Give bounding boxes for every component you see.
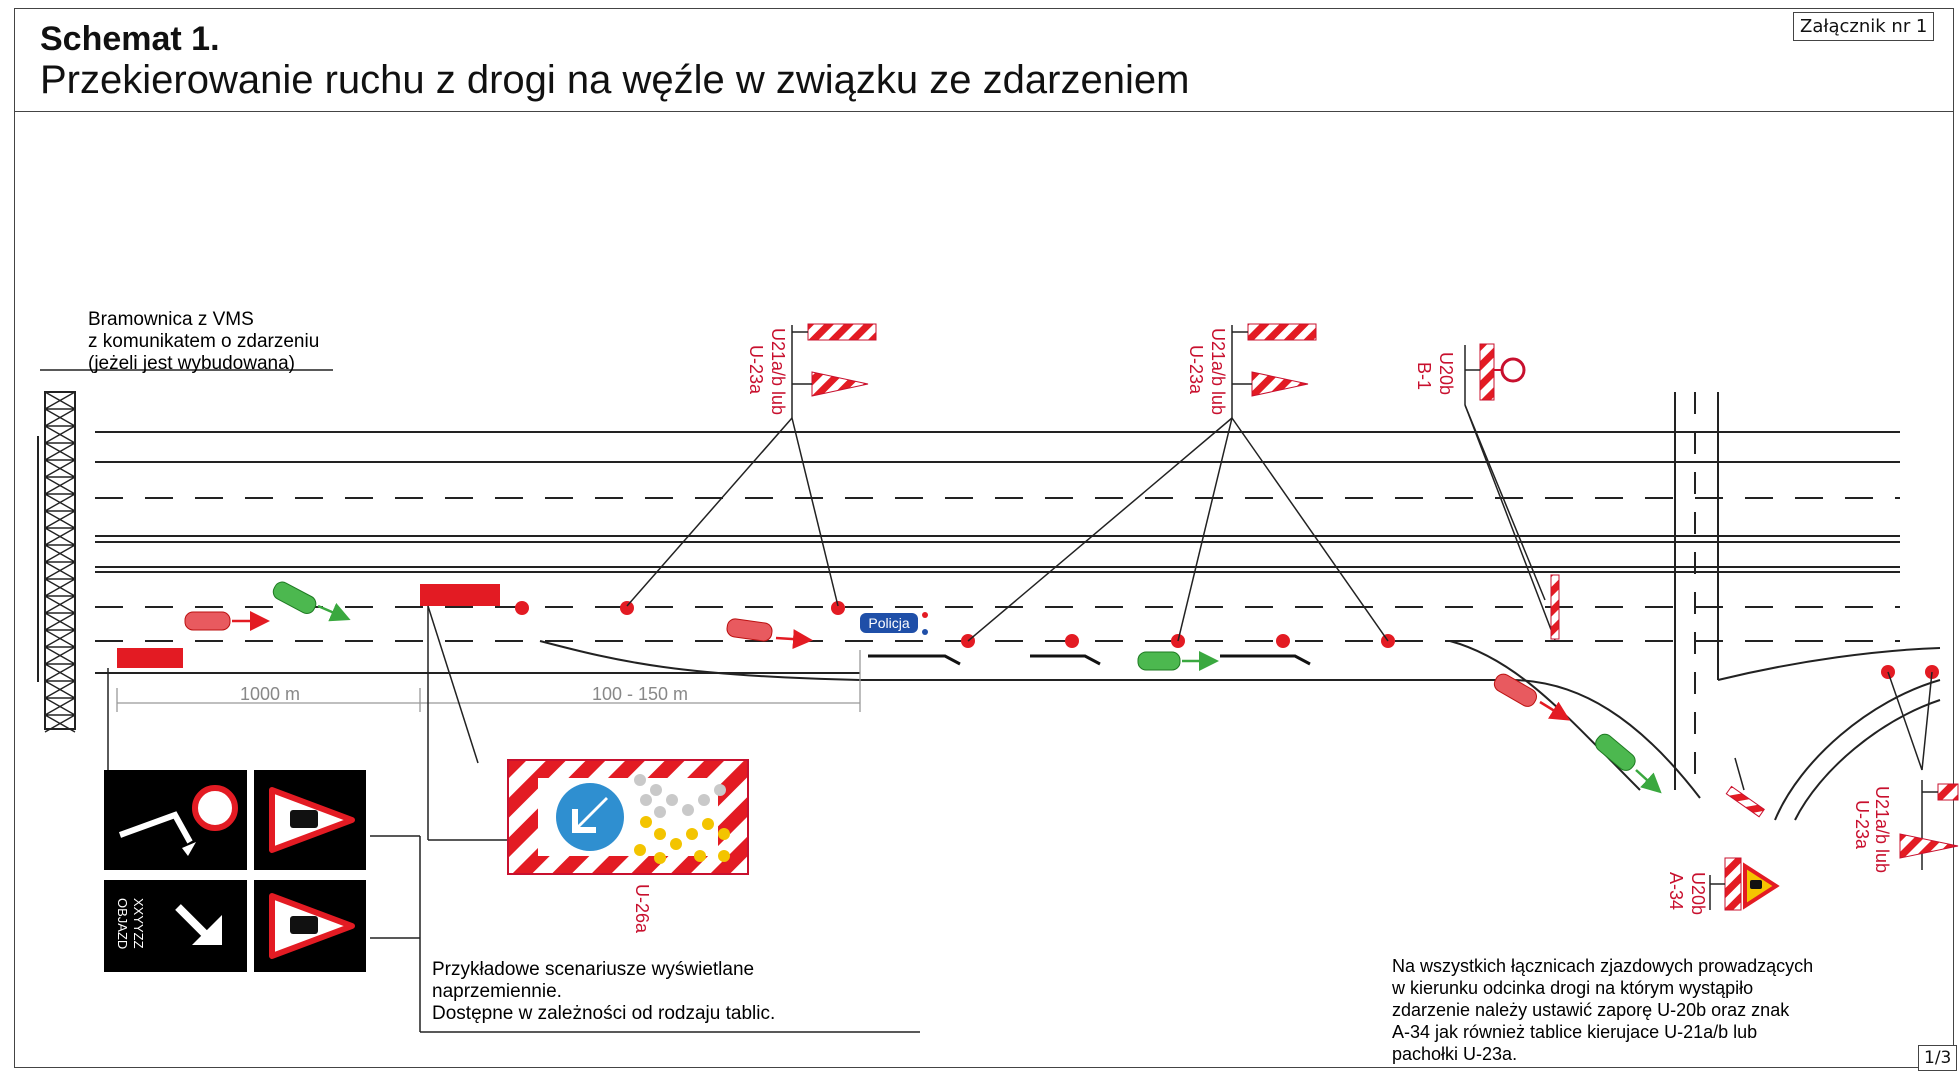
vms-note-1: Przykładowe scenariusze wyświetlane (432, 959, 754, 980)
sign-u21-u23-3: U21a/b lub U-23a (1852, 780, 1959, 873)
vms-note-3: Dostępne w zależności od rodzaju tablic. (432, 1003, 775, 1024)
sign-3-label-2: B-1 (1414, 362, 1434, 390)
shoulder-barrier (1550, 574, 1560, 640)
gantry-note-1: Bramownica z VMS (88, 309, 254, 330)
sign-4-label-1: U20b (1688, 872, 1708, 915)
attachment-label: Załącznik nr 1 (1793, 12, 1935, 41)
sign-u20b-a34: U20b A-34 (1666, 857, 1780, 915)
car-green-1 (272, 581, 317, 614)
sign-4-label-2: A-34 (1666, 872, 1686, 910)
car-green-1-arrow (317, 602, 351, 622)
sign-2-label-1: U21a/b lub (1208, 328, 1228, 415)
carriageway (95, 392, 1941, 821)
gantry-note-3: (jeżeli jest wybudowana) (88, 353, 295, 374)
sign-u21-u23-2: U21a/b lub U-23a (1186, 323, 1317, 418)
detour-label: OBJAZD (115, 898, 130, 949)
warning-board-2 (420, 584, 500, 606)
sign-1-label-2: U-23a (746, 345, 766, 395)
police-car: Policja (860, 612, 928, 635)
car-green-3-arrow (1635, 769, 1662, 794)
dimension-100-150 (420, 650, 861, 712)
car-red-3 (1493, 673, 1537, 707)
car-red-3-arrow (1539, 700, 1571, 721)
leader-lines (40, 369, 1933, 1033)
sign-u26a: U-26a (507, 759, 749, 934)
ramp-note-2: w kierunku odcinka drogi na którym wystą… (1391, 978, 1753, 998)
car-red-2 (726, 618, 773, 642)
page-number: 1/3 (1918, 1045, 1958, 1071)
sign-u21-u23-1: U21a/b lub U-23a (746, 323, 877, 418)
page-subtitle: Przekierowanie ruchu z drogi na węźle w … (40, 58, 1190, 102)
lane-arrows (868, 654, 1311, 666)
car-red-1 (184, 611, 270, 631)
car-green-2 (1137, 651, 1219, 671)
u26a-label: U-26a (632, 884, 652, 934)
drawing-frame (14, 8, 1954, 1068)
page-title: Schemat 1. (40, 20, 220, 58)
u26a-lamps (634, 774, 730, 864)
warning-board-1 (117, 648, 183, 668)
dimension-1000-label: 1000 m (240, 684, 300, 704)
police-label: Policja (868, 615, 909, 631)
ramp-barrier (1725, 785, 1765, 818)
cones (515, 601, 1939, 679)
ramp-note-5: pachołki U-23a. (1392, 1044, 1517, 1064)
sign-u20b-b1: U20b B-1 (1414, 343, 1526, 405)
sign-2-label-2: U-23a (1186, 345, 1206, 395)
vms-scenario-1 (104, 770, 366, 870)
car-red-2-arrow (775, 629, 813, 650)
vms-gantry (37, 391, 76, 733)
gantry-note-2: z komunikatem o zdarzeniu (88, 331, 319, 352)
detour-code: XXYYZZ (131, 898, 146, 949)
vms-note-2: naprzemiennie. (432, 981, 562, 1002)
ramp-note-4: A-34 jak również tablice kierujace U-21a… (1392, 1022, 1757, 1042)
sign-1-label-1: U21a/b lub (768, 328, 788, 415)
vms-scenario-2: OBJAZD XXYYZZ (104, 880, 366, 972)
ramp-note-3: zdarzenie należy ustawić zaporę U-20b or… (1392, 1000, 1790, 1020)
ramp-note-1: Na wszystkich łącznicach zjazdowych prow… (1392, 956, 1813, 976)
dimension-1000 (116, 688, 421, 712)
title-divider (14, 111, 1954, 112)
car-green-3 (1595, 733, 1636, 771)
dimension-100-150-label: 100 - 150 m (592, 684, 688, 704)
sign-5-label-1: U21a/b lub (1872, 786, 1892, 873)
sign-5-label-2: U-23a (1852, 800, 1872, 850)
sign-3-label-1: U20b (1436, 352, 1456, 395)
